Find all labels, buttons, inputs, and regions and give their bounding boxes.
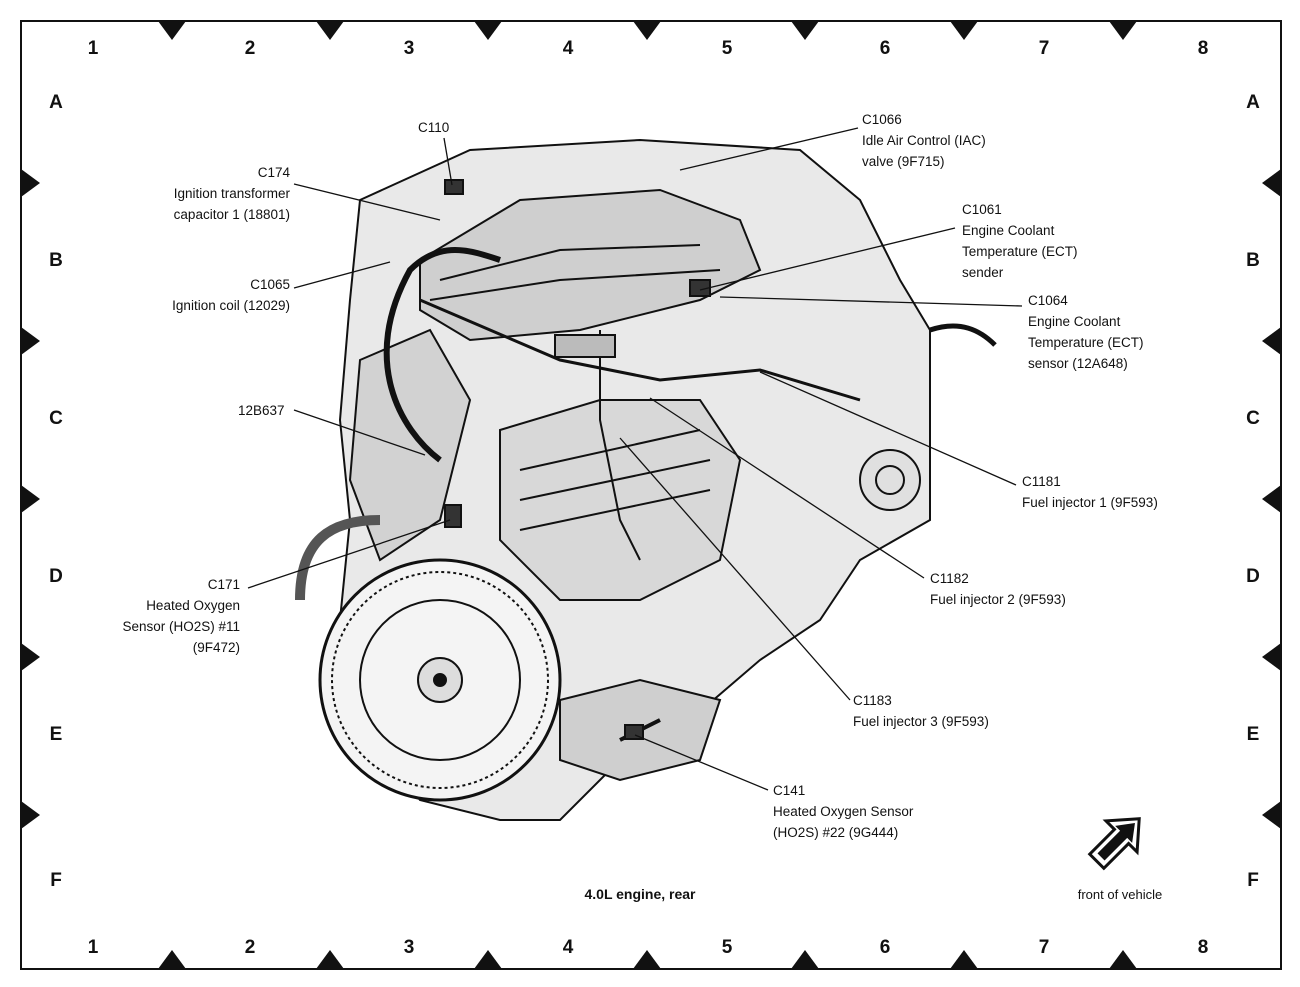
- callout-c171: C171 Heated Oxygen Sensor (HO2S) #11 (9F…: [122, 577, 240, 655]
- grid-row-D-left: D: [49, 566, 63, 587]
- grid-col-5-bottom: 5: [721, 937, 733, 958]
- grid-col-8-bottom: 8: [1197, 937, 1209, 958]
- grid-marker-left-1: [21, 169, 40, 197]
- callout-c1183: C1183 Fuel injector 3 (9F593): [853, 693, 989, 729]
- callout-c1065: C1065 Ignition coil (12029): [172, 277, 290, 313]
- grid-marker-left-4: [21, 643, 40, 671]
- grid-col-6-top: 6: [879, 38, 891, 59]
- grid-marker-bottom-4: [633, 950, 661, 969]
- front-arrow-icon: [1087, 817, 1141, 871]
- grid-marker-bottom-5: [791, 950, 819, 969]
- grid-col-7-bottom: 7: [1038, 937, 1050, 958]
- callout-c1182: C1182 Fuel injector 2 (9F593): [930, 571, 1066, 607]
- grid-marker-bottom-1: [158, 950, 186, 969]
- grid-marker-right-4: [1262, 643, 1281, 671]
- grid-row-F-left: F: [50, 870, 62, 891]
- grid-row-C-left: C: [49, 408, 63, 429]
- diagram-caption: 4.0L engine, rear: [584, 886, 696, 902]
- callout-c141: C141 Heated Oxygen Sensor (HO2S) #22 (9G…: [773, 783, 914, 840]
- grid-row-A-left: A: [49, 92, 63, 113]
- grid-marker-top-4: [633, 21, 661, 40]
- grid-col-4-top: 4: [562, 38, 574, 59]
- grid-marker-left-5: [21, 801, 40, 829]
- grid-marker-left-3: [21, 485, 40, 513]
- grid-col-4-bottom: 4: [562, 937, 574, 958]
- grid-col-8-top: 8: [1197, 38, 1209, 59]
- grid-marker-right-1: [1262, 169, 1281, 197]
- grid-marker-top-3: [474, 21, 502, 40]
- callout-c110-id: C110: [418, 120, 450, 135]
- grid-row-E-left: E: [49, 724, 63, 745]
- grid-row-E-right: E: [1246, 724, 1260, 745]
- grid-col-5-top: 5: [721, 38, 733, 59]
- grid-col-1-bottom: 1: [87, 937, 99, 958]
- grid-marker-right-2: [1262, 327, 1281, 355]
- grid-marker-bottom-2: [316, 950, 344, 969]
- grid-col-2-bottom: 2: [244, 937, 256, 958]
- leader-lines: [247, 127, 1023, 791]
- callout-c1066: C1066 Idle Air Control (IAC) valve (9F71…: [862, 112, 986, 169]
- grid-marker-top-5: [791, 21, 819, 40]
- callout-c1064: C1064 Engine Coolant Temperature (ECT) s…: [1028, 293, 1144, 371]
- grid-marker-top-1: [158, 21, 186, 40]
- grid-marker-left-2: [21, 327, 40, 355]
- grid-col-3-bottom: 3: [403, 937, 415, 958]
- grid-row-D-right: D: [1246, 566, 1260, 587]
- grid-row-F-right: F: [1247, 870, 1259, 891]
- front-of-vehicle-label: front of vehicle: [1077, 887, 1163, 902]
- grid-marker-bottom-7: [1109, 950, 1137, 969]
- grid-markers: [21, 21, 1281, 969]
- grid-marker-top-2: [316, 21, 344, 40]
- grid-col-7-top: 7: [1038, 38, 1050, 59]
- grid-marker-top-7: [1109, 21, 1137, 40]
- grid-row-C-right: C: [1246, 408, 1260, 429]
- callout-c1061: C1061 Engine Coolant Temperature (ECT) s…: [962, 202, 1078, 280]
- grid-col-2-top: 2: [244, 38, 256, 59]
- grid-row-B-left: B: [49, 250, 63, 271]
- callout-c1181: C1181 Fuel injector 1 (9F593): [1022, 474, 1158, 510]
- grid-marker-right-3: [1262, 485, 1281, 513]
- grid-row-B-right: B: [1246, 250, 1260, 271]
- grid-marker-bottom-3: [474, 950, 502, 969]
- grid-col-1-top: 1: [87, 38, 99, 59]
- grid-row-A-right: A: [1246, 92, 1260, 113]
- callout-c110: C110: [418, 117, 449, 138]
- callout-12b637: 12B637: [238, 403, 285, 418]
- engine-drawing: [295, 138, 997, 821]
- grid-marker-right-5: [1262, 801, 1281, 829]
- grid-col-6-bottom: 6: [879, 937, 891, 958]
- callout-c174: C174 Ignition transformer capacitor 1 (1…: [173, 165, 290, 222]
- grid-marker-bottom-6: [950, 950, 978, 969]
- grid-col-3-top: 3: [403, 38, 415, 59]
- grid-marker-top-6: [950, 21, 978, 40]
